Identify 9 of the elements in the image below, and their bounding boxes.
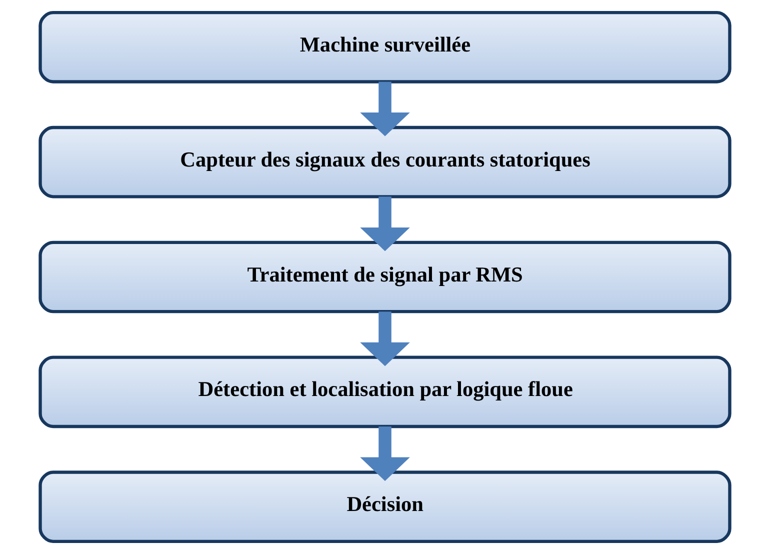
arrow [360,426,410,481]
arrow [360,82,410,136]
node-box: Décision [38,470,731,543]
arrow [360,312,410,366]
node-box: Machine surveillée [38,11,731,84]
node-box: Capteur des signaux des courants statoriques [38,126,731,198]
arrow [360,196,410,252]
node-box: Traitement de signal par RMS [38,240,731,314]
node-box: Détection et localisation par logique floue [38,356,731,428]
